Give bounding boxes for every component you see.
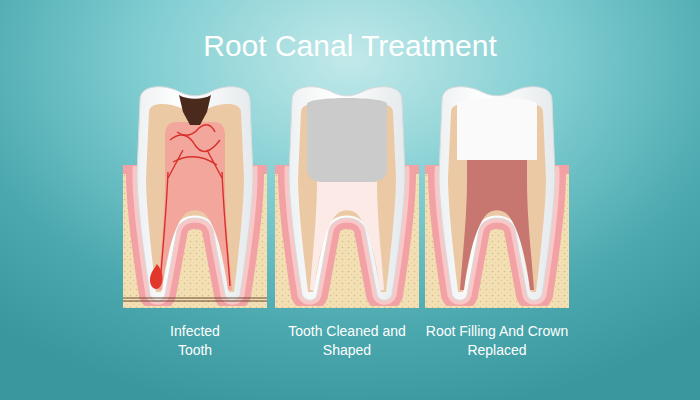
restored-tooth — [425, 87, 569, 308]
cleaned-tooth — [275, 87, 419, 308]
temporary-filling — [307, 98, 387, 182]
step-caption: Infected Tooth — [155, 322, 235, 360]
tooth-cavity — [179, 95, 211, 125]
diagram-title: Root Canal Treatment — [0, 28, 700, 64]
step-caption: Tooth Cleaned and Shaped — [272, 322, 422, 360]
nerve-vein — [168, 150, 183, 178]
infected-tooth — [123, 87, 267, 308]
gum-inner — [289, 166, 405, 300]
step-caption: Root Filling And Crown Replaced — [422, 322, 572, 360]
inflamed-nerves — [160, 125, 230, 286]
tooth-enamel — [289, 87, 405, 301]
nerve-vein — [207, 150, 222, 178]
nerve-vein — [170, 135, 220, 151]
gum-tissue — [289, 166, 405, 300]
nerve-line — [123, 298, 267, 299]
tooth-enamel — [137, 87, 253, 301]
gum-inner — [137, 166, 253, 300]
nerve-vein — [222, 172, 230, 286]
infected-pulp — [158, 122, 232, 290]
gum-inner — [439, 166, 555, 300]
nerve-line — [123, 301, 267, 302]
nerve-vein — [173, 157, 217, 165]
gum-tissue — [439, 166, 555, 300]
abscess — [150, 264, 163, 289]
nerve-vein — [160, 172, 168, 286]
tooth-enamel — [439, 87, 555, 301]
gum-tissue — [137, 166, 253, 300]
tooth-dentin — [146, 104, 244, 292]
crown-restoration — [457, 98, 537, 160]
nerve-vein — [177, 125, 215, 135]
